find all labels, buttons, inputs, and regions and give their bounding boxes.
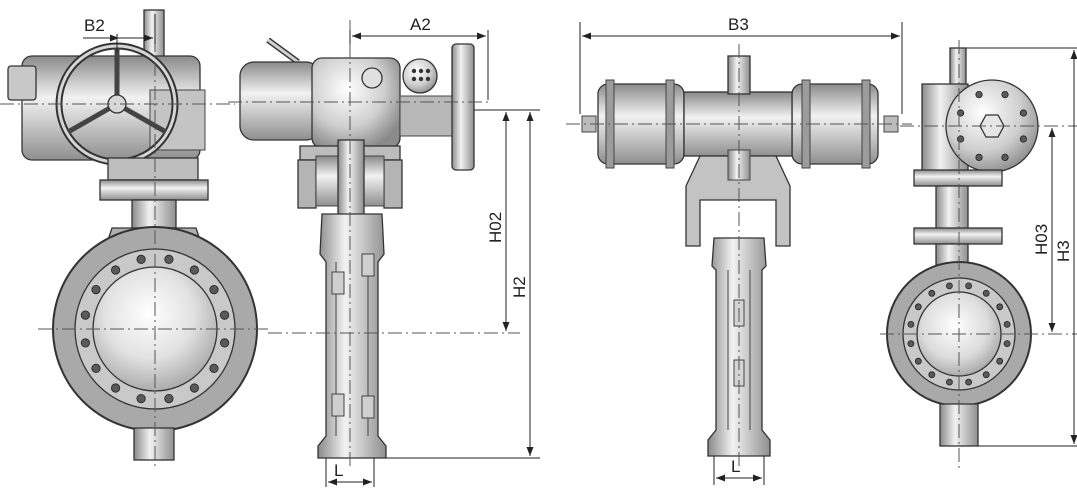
bolt-hole xyxy=(220,310,230,320)
gearbox-port xyxy=(361,67,383,89)
bolt-hole xyxy=(136,393,146,404)
bolt-hole xyxy=(965,378,972,386)
neck xyxy=(131,199,177,229)
bolt-hole xyxy=(111,383,121,393)
bolt-hole xyxy=(1001,153,1009,161)
bolt-hole xyxy=(907,320,915,328)
stem-top-right xyxy=(949,47,967,89)
bolt-hole xyxy=(907,340,915,348)
bolt-hole xyxy=(1003,340,1011,348)
bolt-hole xyxy=(982,371,990,379)
label-h3: H3 xyxy=(1054,240,1073,262)
bolt-hole xyxy=(928,289,936,297)
label-l-right: L xyxy=(731,457,740,476)
top-flange xyxy=(99,179,209,201)
bolt-hole xyxy=(1001,91,1009,99)
bolt-hole xyxy=(946,282,953,290)
bottom-stub xyxy=(133,427,175,461)
actuator-end-cap xyxy=(7,65,37,101)
label-b2: B2 xyxy=(84,16,105,35)
bolt-hole xyxy=(914,303,922,311)
bolt-hole xyxy=(996,357,1004,365)
label-l-left: L xyxy=(334,461,343,480)
bolt-hole xyxy=(111,265,121,275)
gearbox xyxy=(311,57,401,149)
bolt-hole xyxy=(914,357,922,365)
side-view-pneumatic: H03 H3 xyxy=(880,40,1077,470)
bolt-hole xyxy=(965,282,972,290)
bolt-hole xyxy=(956,135,965,143)
side-view-actuator: A2 H02 H2 L xyxy=(228,15,540,487)
valve-body-narrow xyxy=(707,237,771,457)
bolt-hole xyxy=(220,338,230,348)
label-a2: A2 xyxy=(410,15,431,34)
flange-bolts-right xyxy=(907,282,1011,386)
label-h03: H03 xyxy=(1032,224,1051,255)
bolt-hole xyxy=(975,91,983,99)
bolt-hole xyxy=(189,265,199,275)
coupling xyxy=(107,157,199,181)
bolt-hole xyxy=(136,254,146,264)
bolt-hole xyxy=(982,289,990,297)
bolt-hole xyxy=(164,393,174,404)
bolt-hole xyxy=(209,363,219,373)
bolt-hole xyxy=(1019,135,1028,143)
label-b3: B3 xyxy=(728,15,749,34)
bolt-hole xyxy=(956,109,965,117)
bolt-hole xyxy=(928,371,936,379)
bolt-hole xyxy=(209,284,219,295)
bolt-hole xyxy=(80,338,91,348)
bolt-hole xyxy=(91,284,101,295)
bolt-hole xyxy=(91,363,101,373)
bolt-hole xyxy=(975,153,983,161)
position-indicator-icon xyxy=(402,58,438,94)
label-h2: H2 xyxy=(510,276,529,298)
bolt-hole xyxy=(189,383,199,393)
bolt-hole xyxy=(1019,109,1028,117)
handwheel-edge xyxy=(451,43,475,171)
label-h02: H02 xyxy=(486,212,505,243)
front-view-pneumatic: B3 L xyxy=(566,15,912,485)
bolt-hole xyxy=(996,303,1004,311)
front-view-handwheel: B2 xyxy=(0,9,270,470)
actuator-housing xyxy=(239,61,321,141)
valve-body-side xyxy=(317,213,387,459)
flange-bolts xyxy=(80,254,230,404)
bolt-hole xyxy=(1003,320,1011,328)
bolt-hole xyxy=(80,310,91,320)
bolt-hole xyxy=(164,254,174,264)
bolt-hole xyxy=(946,378,953,386)
